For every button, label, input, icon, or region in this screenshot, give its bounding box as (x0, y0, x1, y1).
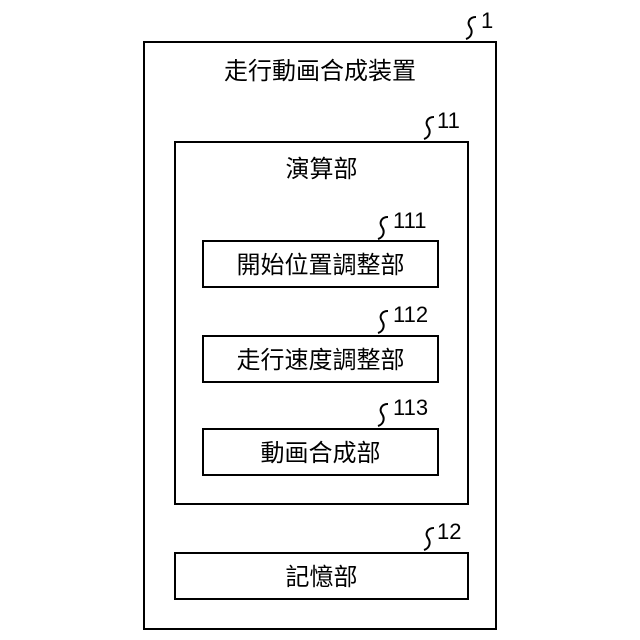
video-compositor-box: 動画合成部 (202, 428, 439, 476)
running-speed-adjuster-label: 走行速度調整部 (204, 348, 437, 372)
storage-unit-label: 記憶部 (176, 565, 467, 589)
computation-unit-ref-label: 11 (437, 110, 460, 132)
video-compositor-label: 動画合成部 (204, 441, 437, 465)
device-title: 走行動画合成装置 (145, 59, 495, 83)
start-position-adjuster-label: 開始位置調整部 (204, 253, 437, 277)
computation-unit-title: 演算部 (176, 157, 467, 181)
running-speed-adjuster-box: 走行速度調整部 (202, 335, 439, 383)
running-speed-adjuster-ref-label: 112 (393, 304, 428, 326)
start-position-adjuster-ref-label: 111 (393, 210, 426, 232)
storage-unit-ref-label: 12 (437, 521, 461, 543)
start-position-adjuster-box: 開始位置調整部 (202, 240, 439, 288)
storage-unit-box: 記憶部 (174, 552, 469, 600)
device-ref-label: 1 (481, 10, 493, 32)
video-compositor-ref-label: 113 (393, 397, 428, 419)
